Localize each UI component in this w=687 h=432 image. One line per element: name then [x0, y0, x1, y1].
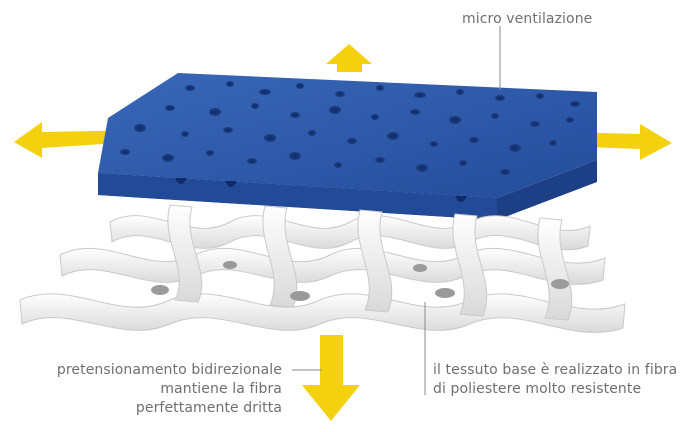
- fabric-layer: [19, 204, 626, 333]
- label-base-fabric-line-2: di poliestere molto resistente: [433, 381, 642, 397]
- label-pretension-line-3: perfettamente dritta: [135, 400, 282, 416]
- label-pretension-line-1: pretensionamento bidirezionale: [56, 362, 282, 378]
- label-pretension: pretensionamento bidirezionale mantiene …: [2, 361, 282, 418]
- label-base-fabric: il tessuto base è realizzato in fibra di…: [433, 361, 683, 399]
- arrow-down-icon: [302, 335, 360, 421]
- label-pretension-line-2: mantiene la fibra: [160, 381, 282, 397]
- membrane-layer: [98, 73, 597, 220]
- leader-lines: [292, 26, 501, 395]
- ventilation-holes: [120, 81, 580, 175]
- arrow-up-icon: [326, 44, 372, 72]
- label-micro-ventilation: micro ventilazione: [462, 11, 593, 27]
- label-base-fabric-line-1: il tessuto base è realizzato in fibra: [433, 362, 678, 378]
